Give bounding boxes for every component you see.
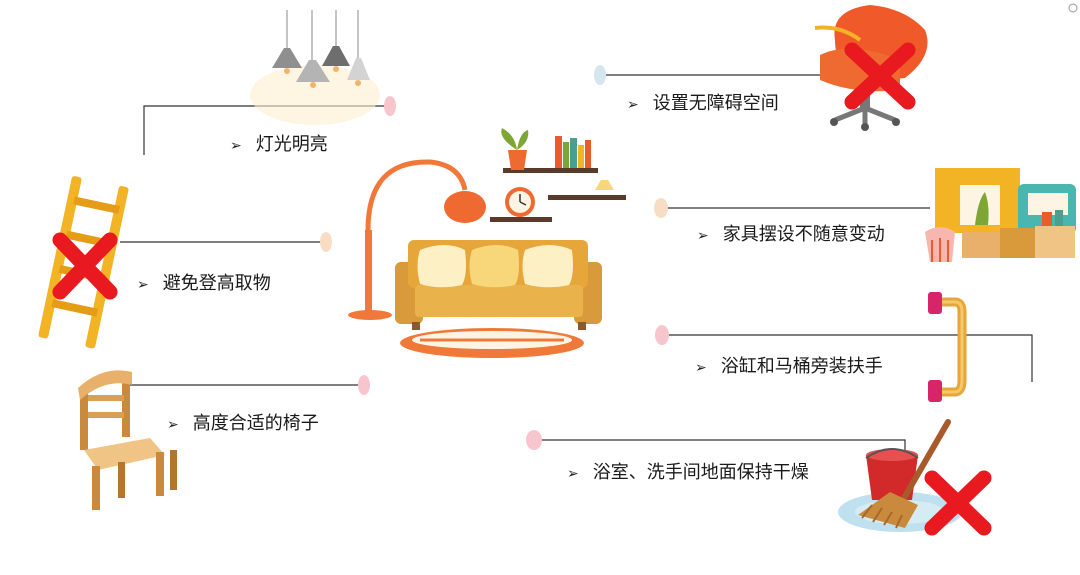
chair-icon (78, 370, 177, 510)
bullet-arrow-icon: ➢ (697, 228, 709, 244)
bullet-arrow-icon: ➢ (137, 277, 149, 293)
cross-icon (844, 42, 916, 110)
label-handrail: ➢浴缸和马桶旁装扶手 (695, 356, 883, 377)
sofa-icon (348, 128, 626, 358)
bullet-arrow-icon: ➢ (230, 138, 242, 154)
connector-dry (540, 439, 906, 455)
bullet-arrow-icon: ➢ (167, 417, 179, 433)
bucket-mop-icon (838, 419, 962, 532)
label-dry-floor: ➢浴室、洗手间地面保持干燥 (567, 462, 809, 483)
label-light: ➢灯光明亮 (230, 134, 328, 155)
label-chair: ➢高度合适的椅子 (167, 413, 319, 434)
connector-handrail (668, 334, 1033, 382)
cross-icon (52, 232, 118, 300)
bullet-arrow-icon: ➢ (695, 360, 707, 376)
label-ladder: ➢避免登高取物 (137, 273, 271, 294)
cross-icon (924, 470, 992, 536)
corner-handle (1068, 3, 1078, 13)
lamp-icon (250, 10, 380, 125)
furniture-icon (925, 168, 1076, 262)
bullet-arrow-icon: ➢ (567, 466, 579, 482)
label-furniture: ➢家具摆设不随意变动 (697, 224, 885, 245)
bullet-arrow-icon: ➢ (627, 97, 639, 113)
connector-lines (120, 74, 1033, 455)
handrail-icon (928, 292, 967, 402)
connector-dots (320, 65, 669, 450)
label-barrier-free: ➢设置无障碍空间 (627, 93, 779, 114)
